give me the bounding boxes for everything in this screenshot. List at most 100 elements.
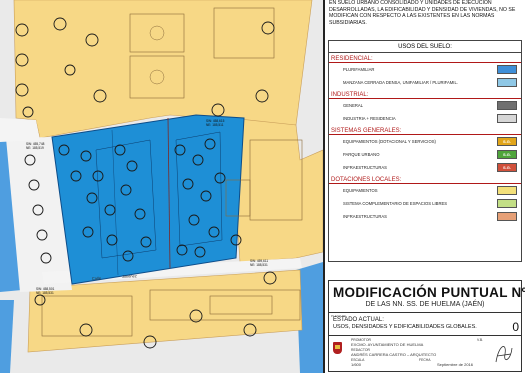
legend-section-title: SISTEMAS GENERALES: <box>329 127 521 135</box>
tree-symbol <box>93 89 107 103</box>
legend-swatch <box>497 101 517 110</box>
tree-symbol <box>263 271 277 285</box>
tree-symbol <box>92 170 104 182</box>
sports-court <box>129 13 185 53</box>
tree-symbol <box>64 64 76 76</box>
legend-section-title: INDUSTRIAL: <box>329 91 521 99</box>
title-block: MODIFICACIÓN PUNTUAL Nº 19 DE LAS NN. SS… <box>328 280 525 372</box>
legend-row: PLURIFAMILIAR <box>329 63 521 76</box>
legend-label: PARQUE URBANO <box>343 152 380 157</box>
legend-swatch: S.G. <box>497 163 517 172</box>
legend-body: RESIDENCIAL: PLURIFAMILIAR MANZANA CERRADA… <box>329 55 521 223</box>
tree-symbols <box>15 17 277 349</box>
tree-symbol <box>189 309 203 323</box>
planning-note: en suelo urbano consolidado y unidades d… <box>329 0 516 26</box>
tree-symbol <box>53 17 67 31</box>
tree-symbol <box>134 208 146 220</box>
tree-symbol <box>200 190 212 202</box>
tree-symbol <box>204 138 216 150</box>
tree-symbol <box>58 144 70 156</box>
left-residential-strip <box>0 140 22 292</box>
street-label: Jiménez <box>122 273 137 279</box>
sports-court <box>129 55 185 99</box>
tree-symbol <box>192 154 204 166</box>
tree-symbol <box>86 192 98 204</box>
legend-swatch <box>497 199 517 208</box>
date: Septiembre de 2016 <box>437 362 474 367</box>
legend-row: GENERAL <box>329 99 521 112</box>
tree-symbol <box>114 144 126 156</box>
legend-row: MANZANA CERRADA DENSA, UNIFAMILIAR / PLU… <box>329 76 521 89</box>
tree-symbol <box>174 144 186 156</box>
tree-symbol <box>122 250 134 262</box>
legend-label: EQUIPAMIENTOS <box>343 188 378 193</box>
tree-symbol <box>70 170 82 182</box>
tree-symbol <box>208 226 220 238</box>
legend-row: EQUIPAMIENTOS <box>329 184 521 197</box>
legend-row: PARQUE URBANO S.G. <box>329 148 521 161</box>
tree-symbol <box>143 335 157 349</box>
legend-swatch: S.G. <box>497 150 517 159</box>
legend-label: INFRAESTRUCTURAS <box>343 165 387 170</box>
legend-section-title: RESIDENCIAL: <box>329 55 521 63</box>
legend-section-title: DOTACIONES LOCALES: <box>329 176 521 184</box>
plan-title: MODIFICACIÓN PUNTUAL Nº 19 <box>333 285 525 300</box>
tree-symbol <box>182 178 194 190</box>
tree-symbol <box>15 83 29 97</box>
legend-label: PLURIFAMILIAR <box>343 67 375 72</box>
tree-symbol <box>214 172 226 184</box>
legend-title: USOS DEL SUELO: <box>329 41 521 53</box>
tree-symbol <box>15 23 29 37</box>
tree-symbol <box>32 204 44 216</box>
legend-row: INFRAESTRUCTURAS S.G. <box>329 161 521 174</box>
tree-symbol <box>24 154 36 166</box>
legend-label: EQUIPAMIENTOS (DOTACIONAL Y SERVICIOS) <box>343 139 436 144</box>
legend-label: GENERAL <box>343 103 364 108</box>
legend-swatch <box>497 186 517 195</box>
tree-symbol <box>22 106 34 118</box>
state-description: USOS, DENSIDADES Y EDIFICABILIDADES GLOB… <box>333 324 477 330</box>
tree-symbol <box>230 234 242 246</box>
legend-swatch <box>497 78 517 87</box>
tree-symbol <box>104 204 116 216</box>
equipment-block-south <box>27 269 303 353</box>
legend-swatch: S.G. <box>497 137 517 146</box>
legend-label: INFRAESTRUCTURAS <box>343 214 387 219</box>
tree-symbol <box>79 323 93 337</box>
tree-symbol <box>36 229 48 241</box>
legend-row: INFRAESTRUCTURAS <box>329 210 521 223</box>
legend-label: SISTEMA COMPLEMENTARIO DE ESPACIOS LIBRE… <box>343 201 448 206</box>
author: ANDRÉS CARRERA CASTRO – ARQUITECTO <box>351 352 437 357</box>
plano-label: PLANO DE <box>331 314 347 318</box>
legend-row: EQUIPAMIENTOS (DOTACIONAL Y SERVICIOS) S.… <box>329 135 521 148</box>
tree-symbol <box>34 294 46 306</box>
bottom-left-residential <box>0 300 14 373</box>
legend-swatch <box>497 114 517 123</box>
legend-label: INDUSTRIA + RESIDENCIA <box>343 116 396 121</box>
right-residential-strip <box>296 262 323 373</box>
municipal-shield-icon <box>333 342 342 354</box>
plot-division-line <box>167 117 171 269</box>
tree-symbol <box>126 160 138 172</box>
street-northwest <box>0 118 40 142</box>
street-label: Calle <box>92 275 102 281</box>
legend-swatch <box>497 212 517 221</box>
promoter: EXCMO. AYUNTAMIENTO DE HUELMA <box>351 342 424 347</box>
legend-row: SISTEMA COMPLEMENTARIO DE ESPACIOS LIBRE… <box>329 197 521 210</box>
tree-symbol <box>261 21 275 35</box>
building-outline <box>213 7 275 59</box>
plan-subtitle: DE LAS NN. SS. DE HUELMA (JAÉN) <box>365 301 485 308</box>
tree-symbol <box>120 184 132 196</box>
tree-symbol <box>140 236 152 248</box>
legend-panel: en suelo urbano consolidado y unidades d… <box>323 0 525 373</box>
tree-symbol <box>188 214 200 226</box>
plan-number: 0 <box>512 320 519 334</box>
tree-symbol <box>80 150 92 162</box>
tree-symbol <box>255 89 269 103</box>
land-use-legend: USOS DEL SUELO: RESIDENCIAL: PLURIFAMILIA… <box>328 40 522 262</box>
legend-label: MANZANA CERRADA DENSA, UNIFAMILIAR / PLU… <box>343 80 458 85</box>
scale: 1/600 <box>351 362 362 367</box>
